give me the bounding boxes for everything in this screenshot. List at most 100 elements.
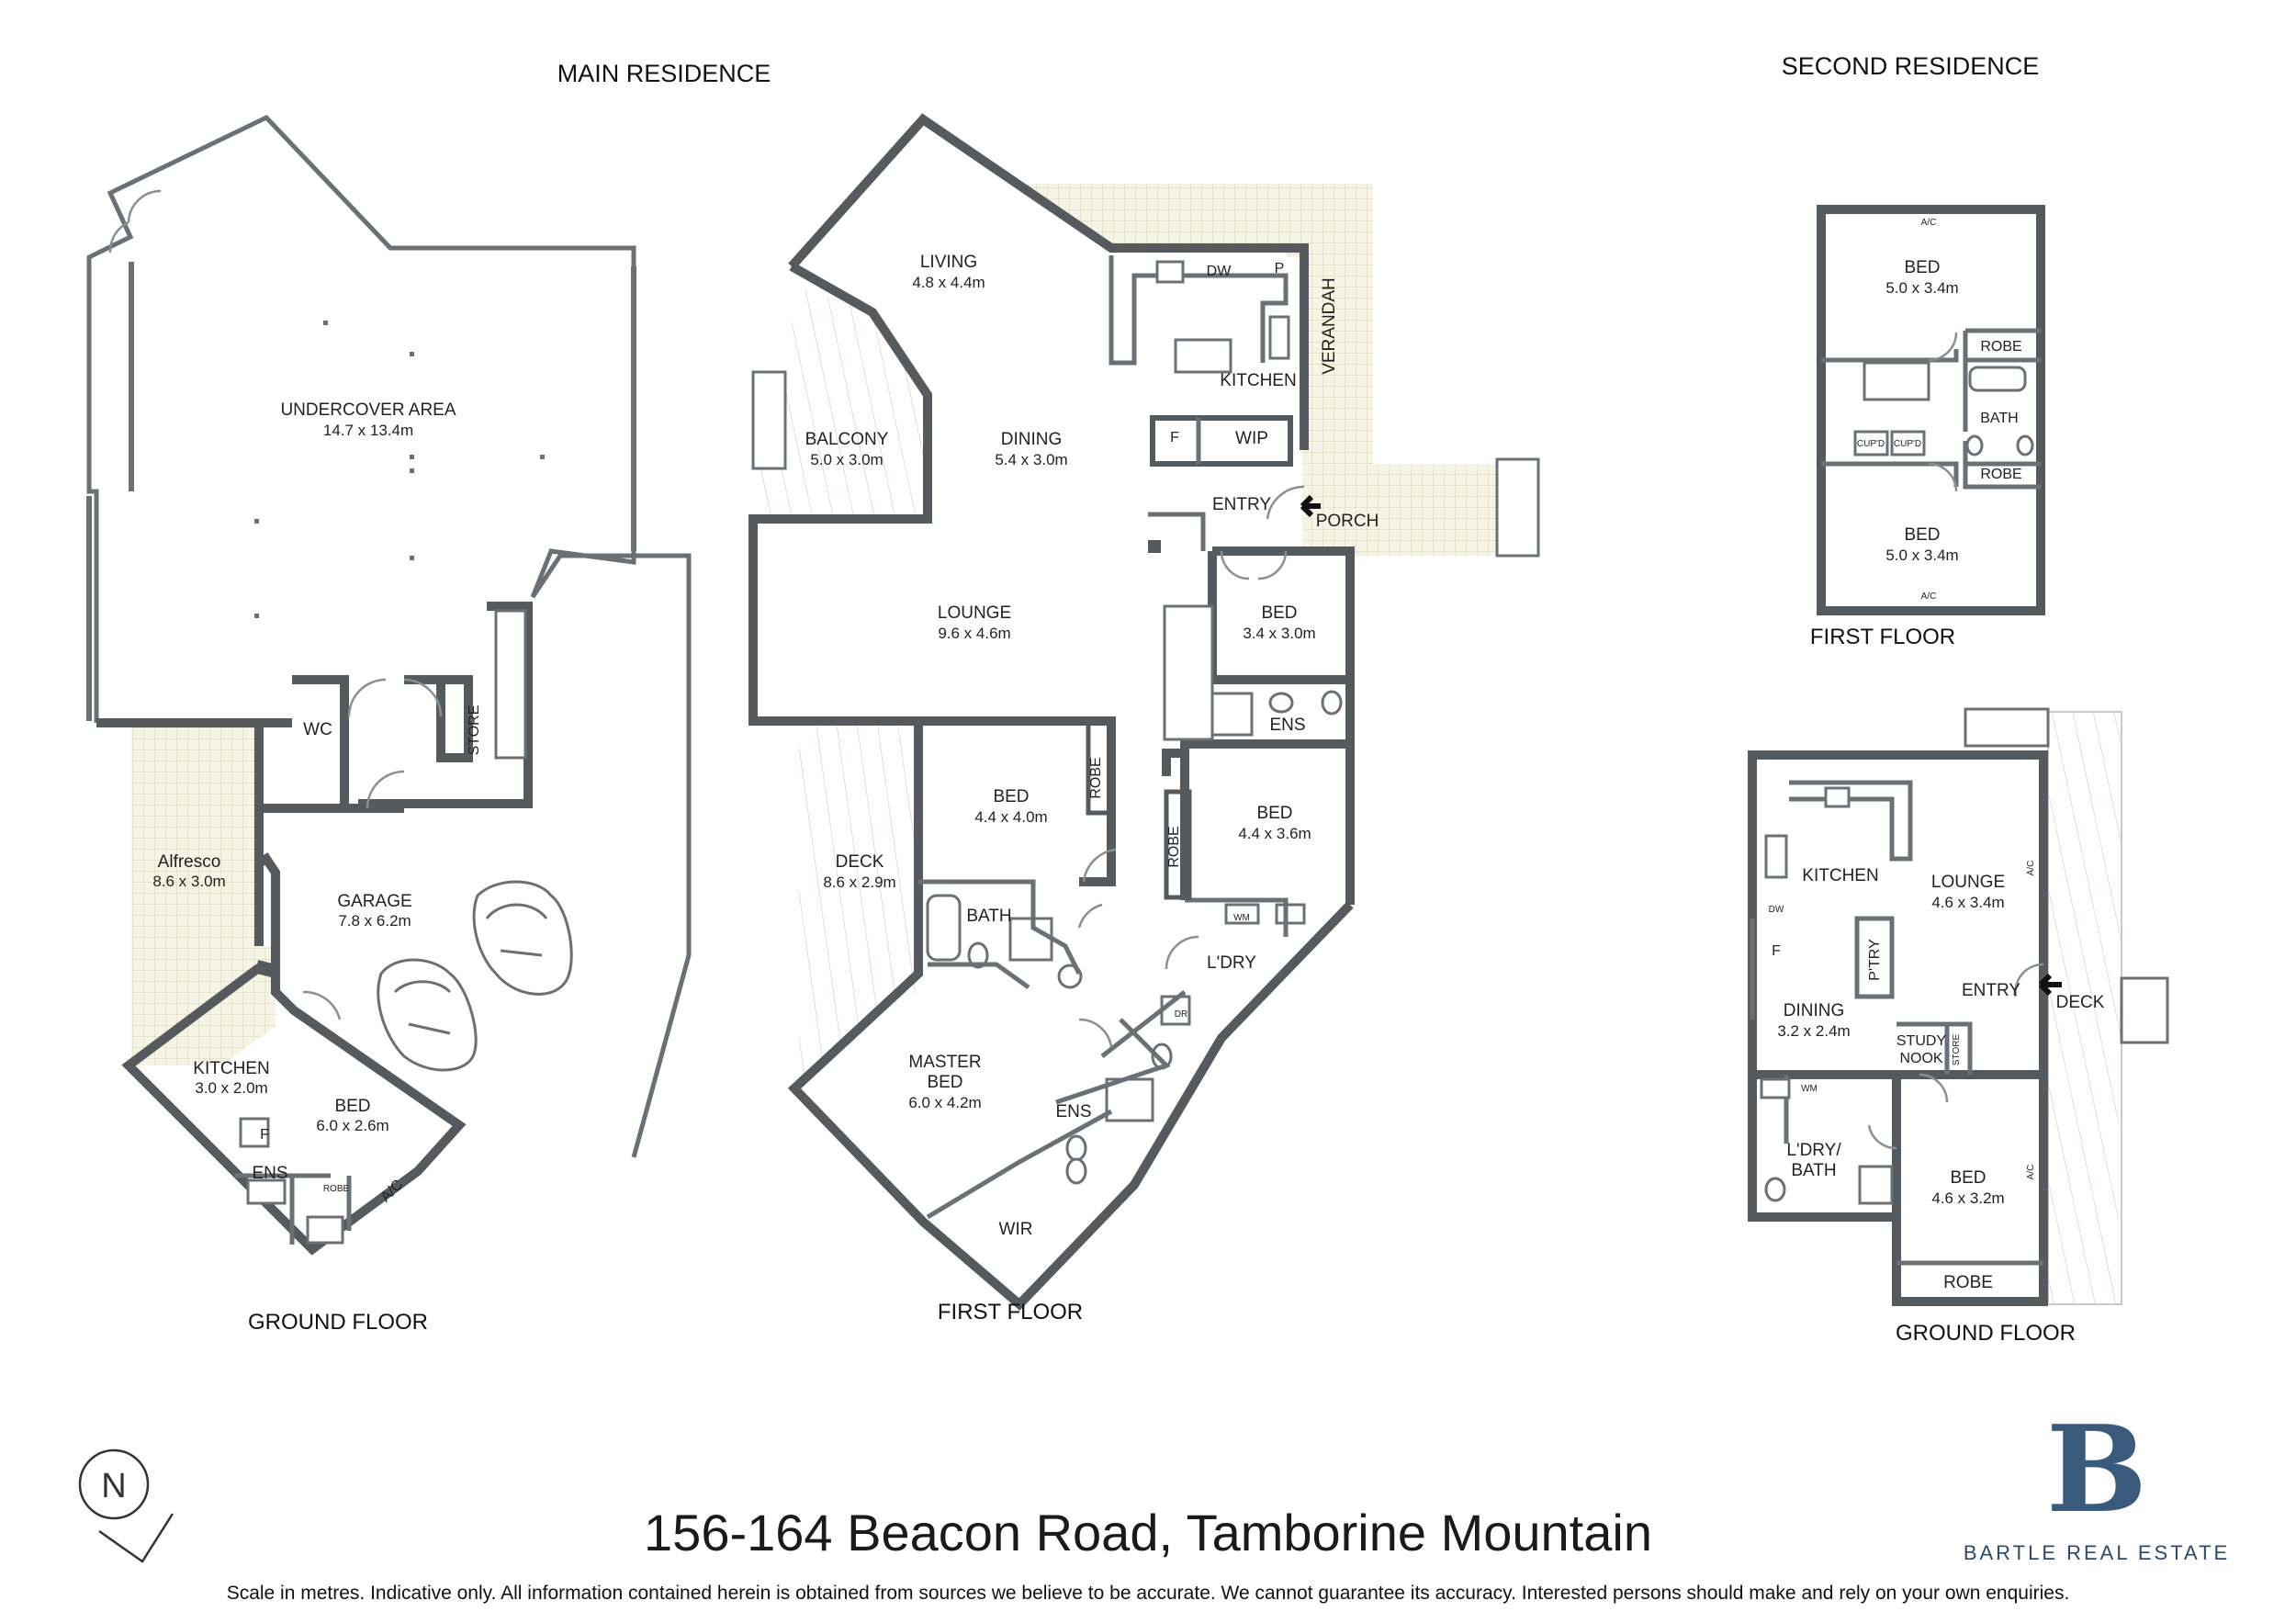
disclaimer-text: Scale in metres. Indicative only. All in… xyxy=(227,1583,2070,1604)
main-ground-floor-plan: UNDERCOVER AREA 14.7 x 13.4m WC STORE Al… xyxy=(86,114,692,1335)
ground-kitchen-label: KITCHEN xyxy=(193,1059,269,1078)
bed-1-label: BED xyxy=(1261,603,1297,623)
second-ground-bed-dimensions: 4.6 x 3.2m xyxy=(1931,1189,2004,1207)
master-label-line1: MASTER xyxy=(908,1053,981,1072)
balcony-stairs xyxy=(751,370,787,470)
undercover-posts xyxy=(254,321,545,618)
main-first-floor-plan: LIVING 4.8 x 4.4m DW P KITCHEN VERANDAH … xyxy=(748,113,1540,1324)
ground-robe-label: ROBE xyxy=(323,1184,350,1194)
second-bed-2-label: BED xyxy=(1904,525,1940,545)
entry-arrow-icon xyxy=(1300,494,1321,518)
pantry-label: P'TRY xyxy=(1867,939,1883,981)
second-laundry-label-line1: L'DRY/ xyxy=(1786,1141,1841,1160)
second-entry-arrow-icon xyxy=(2038,973,2062,997)
ground-stairs xyxy=(494,609,527,760)
deck-stairs-north xyxy=(1964,707,2050,748)
second-dishwasher-label: DW xyxy=(1769,905,1784,915)
second-deck-label: DECK xyxy=(2056,993,2105,1012)
second-bed-2-dimensions: 5.0 x 3.4m xyxy=(1885,547,1958,564)
second-ground-robe-label: ROBE xyxy=(1943,1273,1993,1292)
wir-label: WIR xyxy=(999,1220,1033,1239)
second-ground-bed-label: BED xyxy=(1950,1168,1986,1188)
balcony-label: BALCONY xyxy=(805,430,889,449)
wc-label: WC xyxy=(303,720,332,739)
balcony-dimensions: 5.0 x 3.0m xyxy=(810,451,883,468)
property-address: 156-164 Beacon Road, Tamborine Mountain xyxy=(644,1504,1652,1561)
bed-3-label: BED xyxy=(1256,804,1292,823)
washing-machine-label: WM xyxy=(1233,913,1250,923)
second-bed-1-dimensions: 5.0 x 3.4m xyxy=(1885,279,1958,297)
dryer-label: DR xyxy=(1175,1009,1187,1020)
car-icon xyxy=(472,880,573,996)
living-label: LIVING xyxy=(920,253,977,272)
ground-fridge-label: F xyxy=(260,1127,269,1143)
second-lounge-dimensions: 4.6 x 3.4m xyxy=(1931,894,2004,911)
second-bed-1-label: BED xyxy=(1904,258,1940,277)
main-first-floor-label: FIRST FLOOR xyxy=(938,1300,1083,1324)
pantry-label: P xyxy=(1275,261,1285,276)
second-entry-label: ENTRY xyxy=(1962,981,2020,1000)
verandah-label: VERANDAH xyxy=(1320,277,1339,375)
porch-label: PORCH xyxy=(1316,512,1379,531)
second-ground-ac-2-label: A/C xyxy=(2026,1165,2036,1180)
second-ground-floor-label: GROUND FLOOR xyxy=(1896,1321,2076,1346)
ground-ens-label: ENS xyxy=(252,1164,287,1183)
study-nook-label-line1: STUDY xyxy=(1896,1033,1947,1049)
laundry-label: L'DRY xyxy=(1207,953,1256,973)
second-dining-label: DINING xyxy=(1784,1001,1845,1020)
bath-label: BATH xyxy=(966,907,1011,926)
second-wm-label: WM xyxy=(1801,1084,1818,1094)
undercover-outline xyxy=(86,114,692,1158)
first-floor-stairs xyxy=(1163,604,1214,741)
bed-2-dimensions: 4.4 x 4.0m xyxy=(974,808,1047,826)
second-fridge-label: F xyxy=(1772,943,1781,959)
ground-bed-dimensions: 6.0 x 2.6m xyxy=(316,1117,388,1134)
bed-3-dimensions: 4.4 x 3.6m xyxy=(1238,825,1311,842)
living-dimensions: 4.8 x 4.4m xyxy=(912,274,985,291)
compass-letter: N xyxy=(101,1467,126,1505)
ground-kitchen-dimensions: 3.0 x 2.0m xyxy=(195,1079,267,1097)
undercover-area-dimensions: 14.7 x 13.4m xyxy=(323,422,413,439)
second-bath-label: BATH xyxy=(1980,411,2018,426)
main-ground-floor-label: GROUND FLOOR xyxy=(248,1310,428,1335)
verandah-area xyxy=(1010,184,1538,556)
garage-label: GARAGE xyxy=(337,892,411,911)
second-store-label: STORE xyxy=(1952,1034,1962,1066)
bartle-logo: B BARTLE REAL ESTATE xyxy=(1964,1399,2230,1564)
second-dining-dimensions: 3.2 x 2.4m xyxy=(1777,1022,1850,1040)
fridge-label: F xyxy=(1170,430,1179,445)
robe-3-label: ROBE xyxy=(1166,826,1182,867)
brand-name: BARTLE REAL ESTATE xyxy=(1964,1541,2230,1564)
deck-dimensions: 8.6 x 2.9m xyxy=(823,873,895,891)
wip-label: WIP xyxy=(1235,429,1268,448)
main-residence-heading: MAIN RESIDENCE xyxy=(557,60,771,87)
second-first-floor-label: FIRST FLOOR xyxy=(1810,625,1955,649)
second-robe-1-label: ROBE xyxy=(1980,339,2021,355)
robe-2-label: ROBE xyxy=(1088,757,1104,798)
second-ground-floor-plan: KITCHEN LOUNGE 4.6 x 3.4m A/C DW F P'TRY… xyxy=(1748,707,2169,1346)
deck-stairs-east xyxy=(2120,976,2169,1044)
second-residence-stairs xyxy=(1863,361,1930,401)
deck-area xyxy=(799,721,918,1079)
second-robe-2-label: ROBE xyxy=(1980,467,2021,482)
porch-stairs xyxy=(1495,457,1540,558)
second-ground-ac-1-label: A/C xyxy=(2026,861,2036,876)
cupboard-1-label: CUP'D xyxy=(1857,439,1885,449)
ground-bed-label: BED xyxy=(334,1097,370,1116)
second-residence-heading: SECOND RESIDENCE xyxy=(1782,52,2040,80)
kitchen-label: KITCHEN xyxy=(1220,371,1296,390)
entry-label: ENTRY xyxy=(1212,495,1271,514)
store-label: STORE xyxy=(467,705,482,756)
dining-dimensions: 5.4 x 3.0m xyxy=(995,451,1067,468)
second-first-floor-plan: BED 5.0 x 3.4m A/C ROBE BATH CUP'D CUP'D… xyxy=(1810,205,2045,649)
master-label-line2: BED xyxy=(927,1073,962,1092)
dining-label: DINING xyxy=(1001,430,1063,449)
brand-letter: B xyxy=(2046,1399,2147,1539)
alfresco-label: Alfresco xyxy=(158,852,221,872)
bed-2-label: BED xyxy=(993,787,1029,806)
second-deck-area xyxy=(2045,712,2122,1304)
bed-1-dimensions: 3.4 x 3.0m xyxy=(1243,625,1315,642)
car-icon xyxy=(377,958,478,1072)
balcony-deck xyxy=(753,285,928,519)
